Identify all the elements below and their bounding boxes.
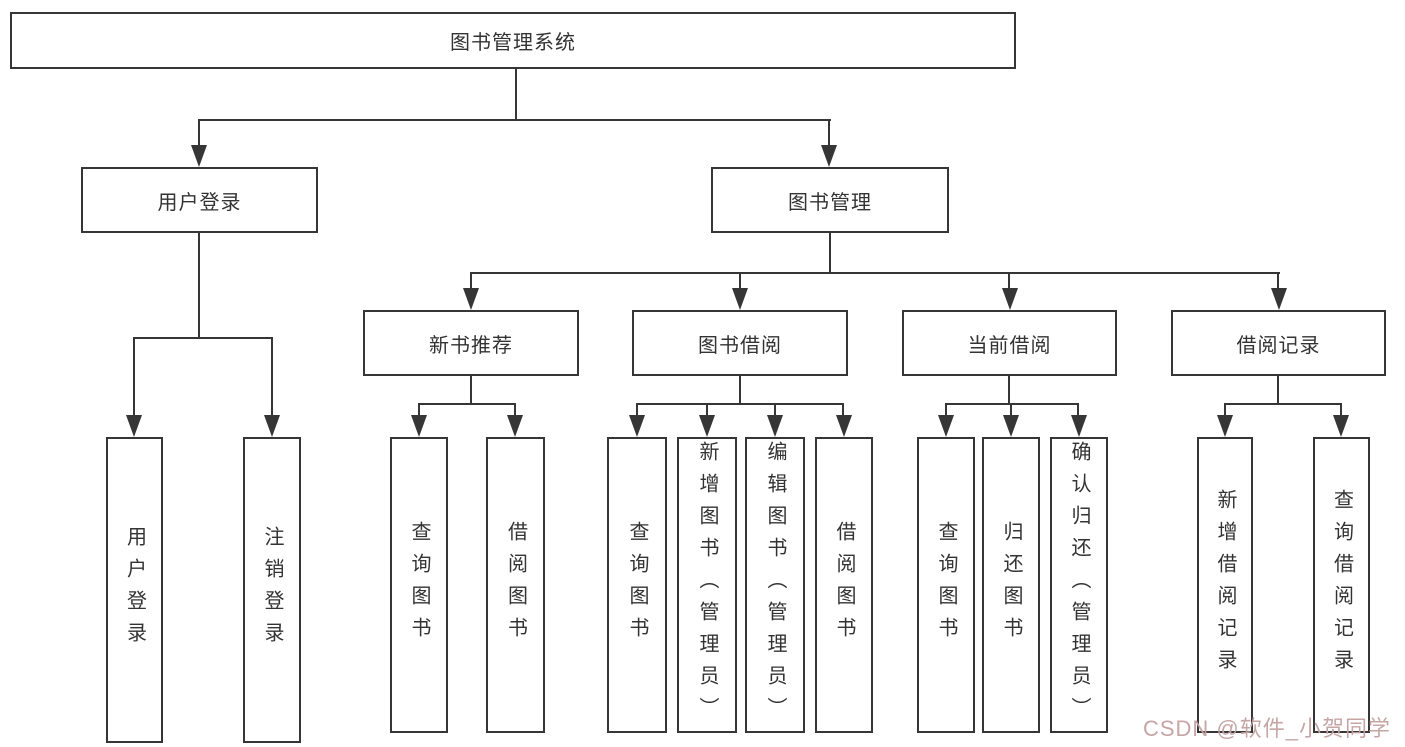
arrow-down-icon	[699, 415, 715, 437]
connector-line	[470, 272, 1280, 274]
connector-line	[842, 403, 844, 417]
leaf-borrow-books: 借阅图书	[486, 437, 545, 733]
arrow-down-icon	[126, 415, 142, 437]
connector-line	[1224, 403, 1226, 417]
arrow-down-icon	[1217, 415, 1233, 437]
node-user-login: 用户登录	[81, 167, 318, 233]
arrow-down-icon	[1333, 415, 1349, 437]
node-book-borrowing: 图书借阅	[632, 310, 848, 376]
connector-line	[636, 403, 844, 405]
connector-line	[515, 68, 517, 120]
arrow-down-icon	[264, 415, 280, 437]
connector-line	[470, 272, 472, 290]
leaf-return-books: 归还图书	[982, 437, 1040, 733]
connector-line	[1340, 403, 1342, 417]
arrow-down-icon	[463, 288, 479, 310]
connector-line	[198, 233, 200, 339]
arrow-down-icon	[411, 415, 427, 437]
connector-line	[418, 403, 420, 417]
node-borrowing-records: 借阅记录	[1171, 310, 1386, 376]
connector-line	[470, 376, 472, 405]
arrow-down-icon	[1002, 288, 1018, 310]
leaf-query-books: 查询图书	[390, 437, 448, 733]
node-library-system: 图书管理系统	[10, 12, 1016, 69]
connector-line	[706, 403, 708, 417]
arrow-down-icon	[507, 415, 523, 437]
connector-line	[514, 403, 516, 417]
connector-line	[133, 337, 135, 417]
arrow-down-icon	[1071, 415, 1087, 437]
leaf-confirm-return-admin: 确认归还（管理员）	[1050, 437, 1108, 733]
connector-line	[945, 403, 1079, 405]
connector-line	[829, 233, 831, 274]
connector-line	[418, 403, 516, 405]
leaf-edit-books-admin: 编辑图书（管理员）	[745, 437, 805, 733]
node-book-management: 图书管理	[711, 167, 949, 233]
arrow-down-icon	[629, 415, 645, 437]
connector-line	[1008, 272, 1010, 290]
leaf-logout: 注销登录	[243, 437, 301, 743]
connector-line	[198, 119, 200, 147]
leaf-borrow-books: 借阅图书	[815, 437, 873, 733]
arrow-down-icon	[191, 145, 207, 167]
connector-line	[133, 337, 273, 339]
arrow-down-icon	[1271, 288, 1287, 310]
arrow-down-icon	[938, 415, 954, 437]
arrow-down-icon	[1003, 415, 1019, 437]
arrow-down-icon	[767, 415, 783, 437]
connector-line	[1277, 376, 1279, 405]
connector-line	[198, 119, 831, 121]
leaf-add-borrow-record: 新增借阅记录	[1197, 437, 1253, 733]
arrow-down-icon	[836, 415, 852, 437]
arrow-down-icon	[732, 288, 748, 310]
connector-line	[945, 403, 947, 417]
connector-line	[1077, 403, 1079, 417]
connector-line	[774, 403, 776, 417]
node-current-borrowing: 当前借阅	[902, 310, 1117, 376]
leaf-add-books-admin: 新增图书（管理员）	[677, 437, 737, 733]
connector-line	[828, 119, 830, 147]
connector-line	[1010, 403, 1012, 417]
connector-line	[1277, 272, 1279, 290]
connector-line	[271, 337, 273, 417]
connector-line	[1008, 376, 1010, 405]
leaf-query-borrow-record: 查询借阅记录	[1313, 437, 1370, 733]
leaf-user-login: 用户登录	[106, 437, 163, 743]
connector-line	[636, 403, 638, 417]
connector-line	[739, 272, 741, 290]
connector-line	[1224, 403, 1342, 405]
node-new-book-recommendation: 新书推荐	[363, 310, 579, 376]
connector-line	[739, 376, 741, 405]
csdn-watermark: CSDN @软件_小贺同学	[1142, 716, 1391, 741]
arrow-down-icon	[821, 145, 837, 167]
leaf-query-books: 查询图书	[917, 437, 975, 733]
leaf-query-books: 查询图书	[607, 437, 667, 733]
